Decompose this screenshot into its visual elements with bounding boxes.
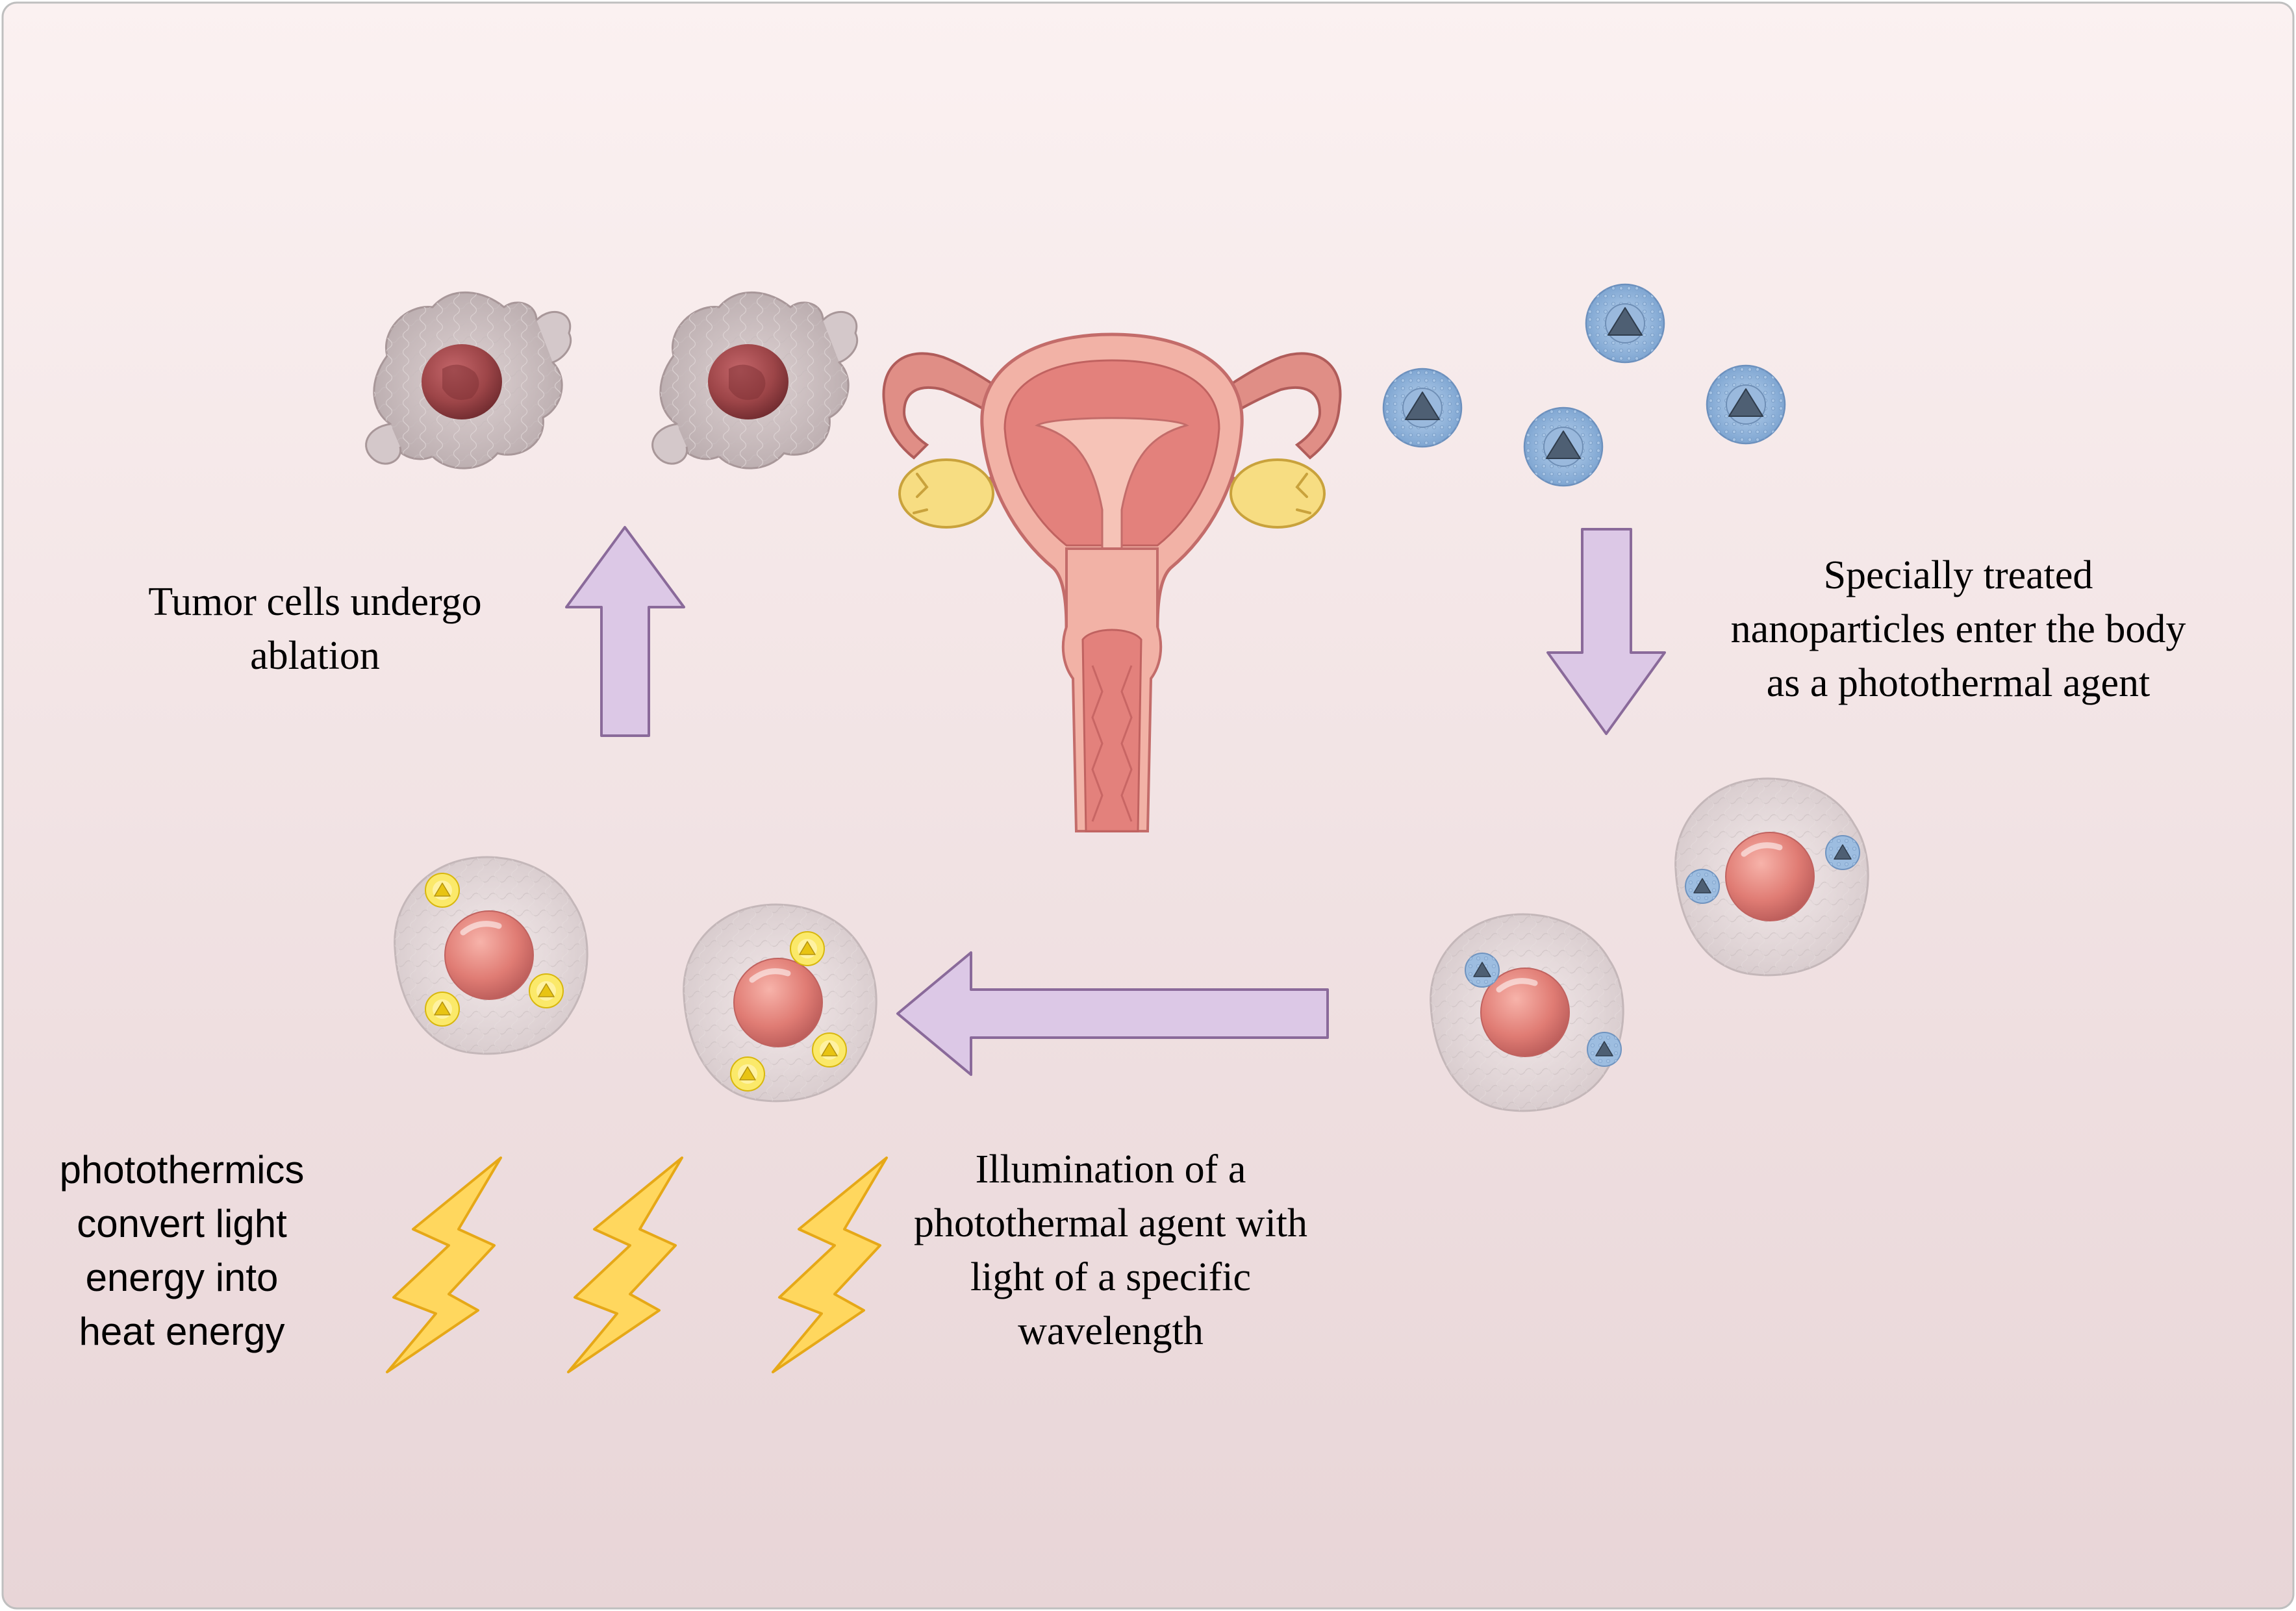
photothermics-line: heat energy [79,1310,285,1353]
cell-with-nanoparticles-icon [1431,914,1624,1111]
ablation-line: ablation [250,634,380,678]
illumination-line: Illumination of a [975,1147,1246,1192]
nanoparticle-icon [1585,283,1665,364]
ablation-line: Tumor cells undergo [148,580,482,624]
nanoparticles-label: Specially treated nanoparticles enter th… [1689,549,2228,710]
nanoparticles-line: as a photothermal agent [1766,661,2151,705]
arrow-left-icon [896,951,1329,1076]
cell-with-gold-particles-icon [684,905,877,1101]
arrow-down-icon [1546,528,1666,735]
ovary-icon [898,458,994,529]
ovary-icon [1230,458,1326,529]
illumination-label: Illumination of a photothermal agent wit… [870,1143,1351,1358]
nanoparticle-icon [1382,368,1463,448]
nanoparticles-line: Specially treated [1823,553,2093,597]
photothermics-line: convert light [77,1202,287,1245]
illumination-line: photothermal agent with [913,1201,1308,1245]
arrow-up-icon [565,526,685,737]
nanoparticle-icon [1706,364,1786,445]
photothermics-line: photothermics [59,1148,305,1192]
photothermics-label: photothermics convert light energy into … [13,1143,351,1358]
photothermics-line: energy into [85,1256,279,1299]
illumination-line: wavelength [1018,1309,1204,1353]
ablation-label: Tumor cells undergo ablation [91,575,539,683]
cell-with-nanoparticles-icon [1676,779,1869,975]
nanoparticles-line: nanoparticles enter the body [1730,607,2186,651]
nanoparticle-icon [1523,406,1604,487]
cell-with-gold-particles-icon [395,857,588,1054]
uterus-icon [882,332,1342,832]
illumination-line: light of a specific [970,1255,1252,1299]
